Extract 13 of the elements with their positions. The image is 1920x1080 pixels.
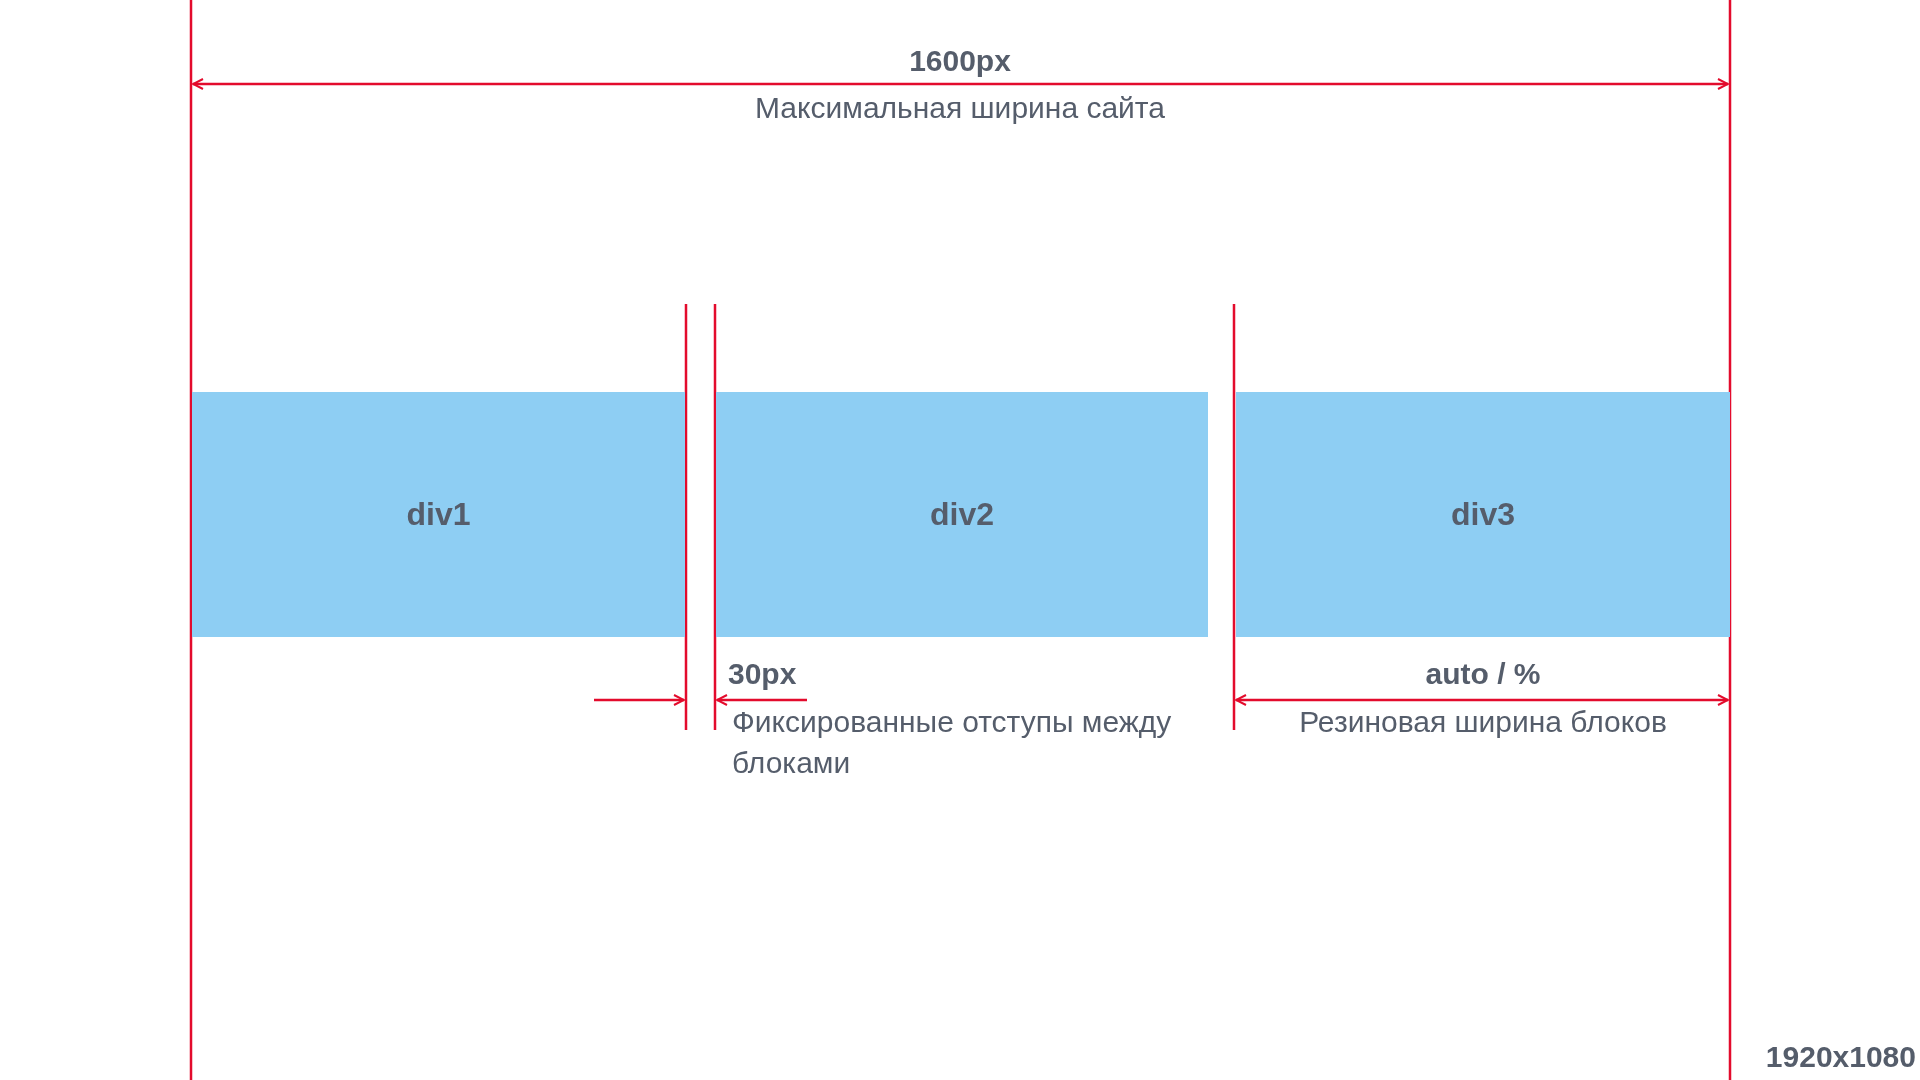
dimension-caption: Фиксированные отступы между блоками <box>732 705 1172 779</box>
resolution-note: 1920x1080 <box>1765 1040 1916 1073</box>
block-label: div3 <box>1451 496 1515 533</box>
content-block <box>1236 392 1730 637</box>
dimension-value: auto / % <box>1425 657 1541 690</box>
content-block <box>192 392 685 637</box>
content-block <box>716 392 1208 637</box>
block-label: div1 <box>406 496 471 533</box>
dimension-value: 30px <box>728 657 797 690</box>
dimension-caption: Резиновая ширина блоков <box>1299 705 1667 738</box>
block-label: div2 <box>930 496 994 533</box>
dimension-value: 1600px <box>909 44 1011 77</box>
dimension-caption: Максимальная ширина сайта <box>755 91 1165 124</box>
